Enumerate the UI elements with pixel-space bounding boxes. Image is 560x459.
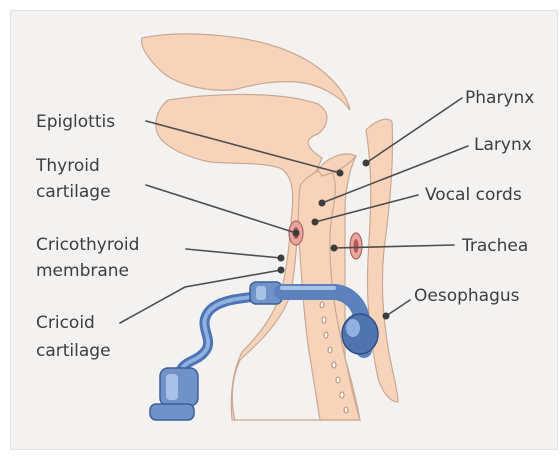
- label-cricoid-line1: Cricoid: [36, 313, 95, 333]
- tube-connector-base: [150, 404, 194, 420]
- vocal-cords-dot: [312, 219, 319, 226]
- thyroid-leader: [146, 185, 296, 233]
- trachea-core: [354, 239, 359, 253]
- tube-connector-highlight: [166, 374, 178, 400]
- label-trachea: Trachea: [461, 236, 528, 256]
- label-thyroid-line2: cartilage: [36, 182, 111, 202]
- label-epiglottis: Epiglottis: [36, 112, 115, 132]
- tube-cuff: [342, 314, 378, 354]
- oesophagus-shape: [366, 119, 398, 402]
- label-cricothyroid-line1: Cricothyroid: [36, 235, 139, 255]
- label-cricoid-line2: cartilage: [36, 341, 111, 361]
- tube-connector: [160, 368, 198, 406]
- epiglottis-dot: [337, 170, 344, 177]
- label-larynx: Larynx: [474, 135, 532, 155]
- label-oesophagus: Oesophagus: [414, 286, 520, 306]
- cricothyroid-dot: [278, 255, 285, 262]
- label-vocal-cords: Vocal cords: [425, 185, 522, 205]
- cricothyroid-leader: [186, 249, 281, 258]
- trachea-dot: [331, 245, 338, 252]
- cricoid-dot: [278, 267, 285, 274]
- thyroid-dot: [293, 230, 300, 237]
- tube-cuff-highlight: [346, 319, 360, 337]
- label-pharynx: Pharynx: [465, 88, 534, 108]
- label-thyroid-line1: Thyroid: [35, 156, 100, 176]
- oesophagus-leader: [386, 300, 410, 316]
- tube-flange-highlight: [256, 286, 266, 300]
- pharynx-dot: [363, 160, 370, 167]
- oesophagus-dot: [383, 313, 390, 320]
- larynx-dot: [319, 200, 326, 207]
- label-cricothyroid-line2: membrane: [36, 261, 129, 281]
